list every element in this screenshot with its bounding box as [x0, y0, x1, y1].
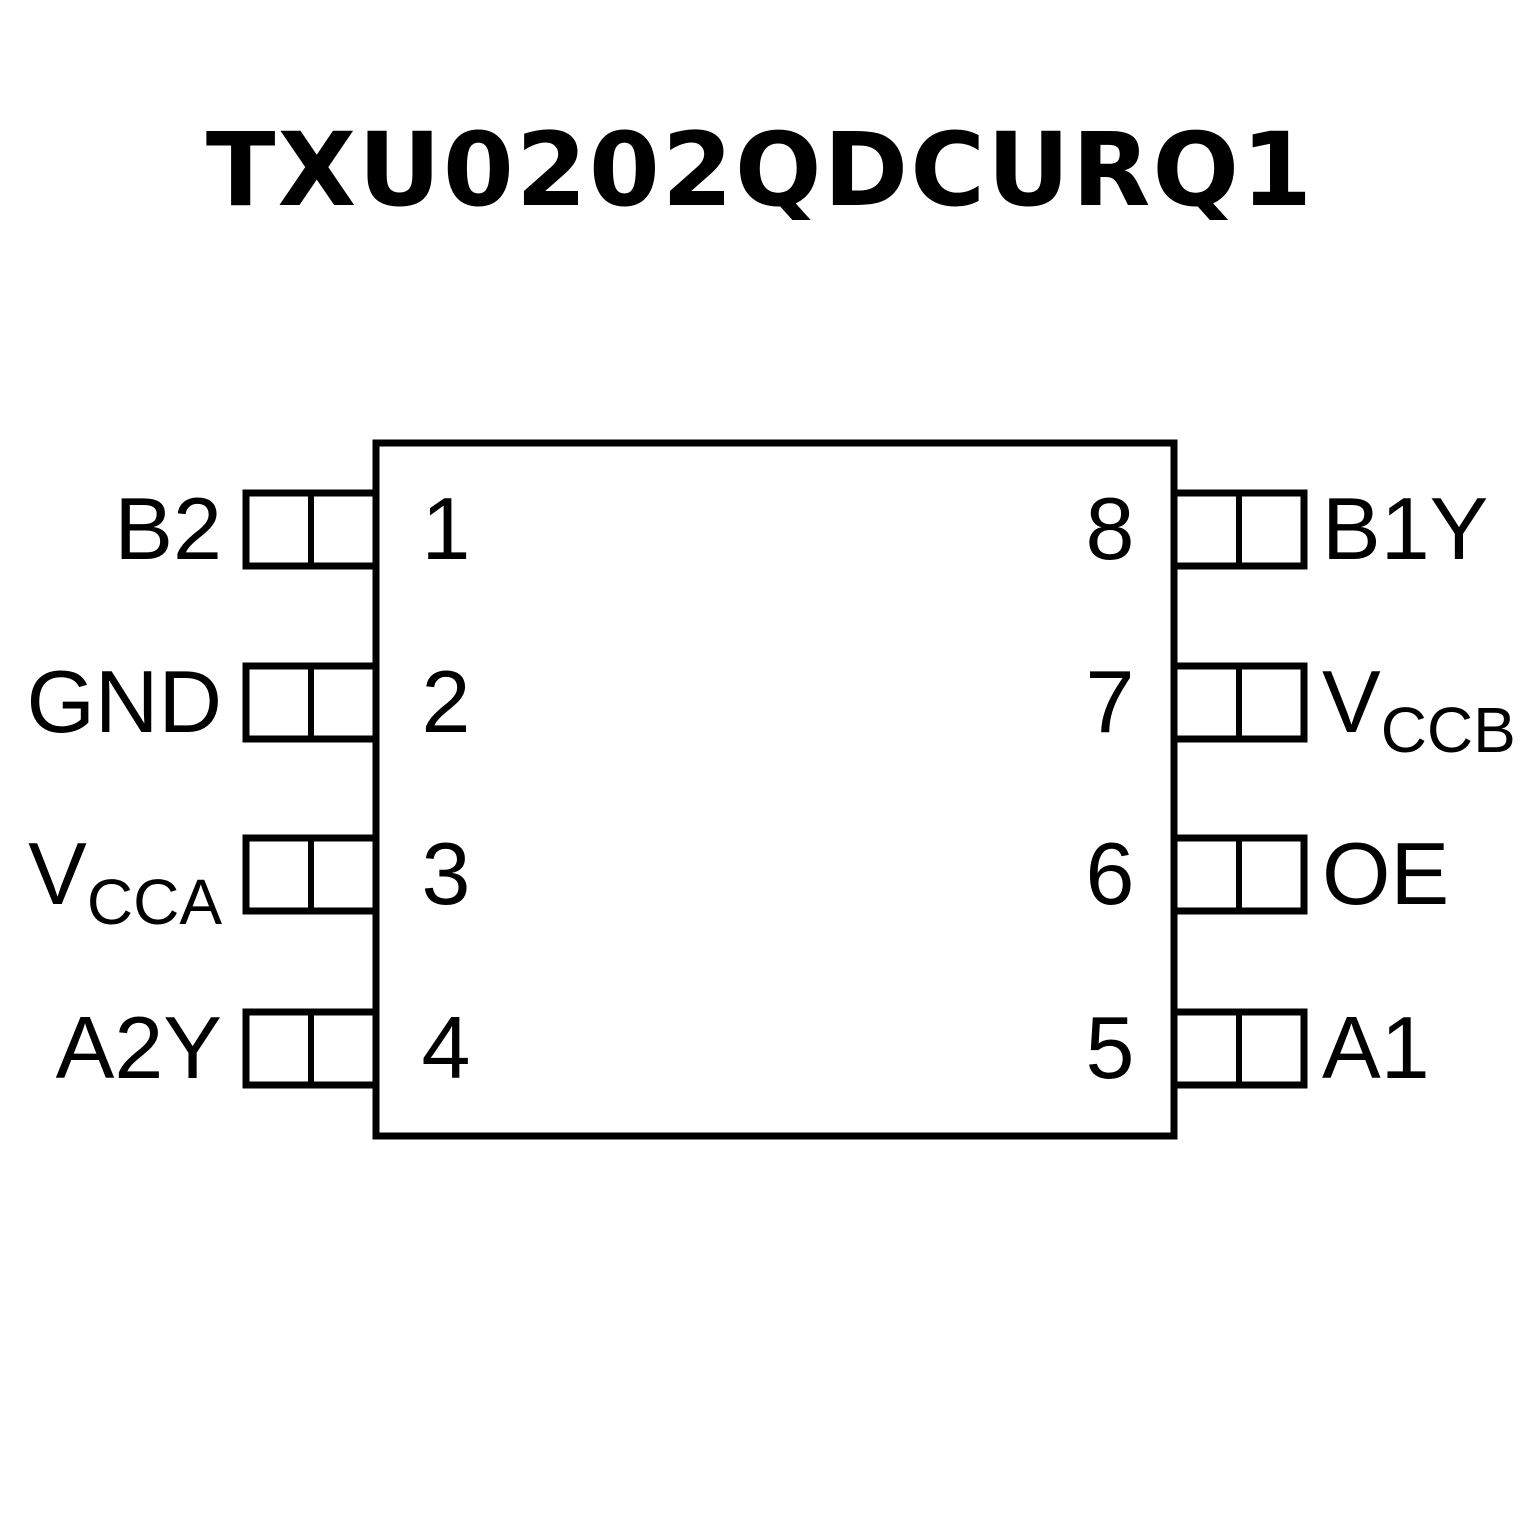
- pin-3-name: VCCA: [28, 824, 222, 938]
- pin-4-name: A2Y: [56, 998, 222, 1097]
- pin-5-name: A1: [1322, 998, 1430, 1097]
- pin-3-number: 3: [422, 824, 471, 923]
- pin-6-name-main: OE: [1322, 824, 1449, 923]
- pin-6: 6 OE: [1086, 824, 1450, 923]
- pin-7-name-subscript: CCB: [1381, 694, 1516, 766]
- pin-5-number: 5: [1086, 998, 1135, 1097]
- pin-8: 8 B1Y: [1086, 479, 1489, 578]
- pin-4: 4 A2Y: [56, 998, 471, 1097]
- pin-2-name: GND: [26, 652, 222, 751]
- pin-7: 7 VCCB: [1086, 652, 1516, 766]
- pin-4-name-main: A2Y: [56, 998, 222, 1097]
- pin-3-name-main: V: [28, 824, 87, 923]
- pin-1-name: B2: [114, 479, 222, 578]
- pin-1: 1 B2: [114, 479, 470, 578]
- pin-5-name-main: A1: [1322, 998, 1430, 1097]
- pin-1-number: 1: [422, 479, 471, 578]
- pin-2: 2 GND: [26, 652, 470, 751]
- pin-1-name-main: B2: [114, 479, 222, 578]
- pin-7-name: VCCB: [1322, 652, 1516, 766]
- pin-3: 3 VCCA: [28, 824, 470, 938]
- pin-6-name: OE: [1322, 824, 1449, 923]
- pin-3-name-subscript: CCA: [87, 866, 222, 938]
- pin-7-number: 7: [1086, 652, 1135, 751]
- pin-5: 5 A1: [1086, 998, 1430, 1097]
- pin-2-number: 2: [422, 652, 471, 751]
- pin-6-number: 6: [1086, 824, 1135, 923]
- chip-title: TXU0202QDCURQ1: [206, 111, 1314, 230]
- pin-8-name-main: B1Y: [1322, 479, 1488, 578]
- pin-4-number: 4: [422, 998, 471, 1097]
- pin-8-name: B1Y: [1322, 479, 1488, 578]
- ic-body: [372, 439, 1178, 1140]
- pin-7-name-main: V: [1322, 652, 1381, 751]
- pin-8-number: 8: [1086, 479, 1135, 578]
- pin-2-name-main: GND: [26, 652, 222, 751]
